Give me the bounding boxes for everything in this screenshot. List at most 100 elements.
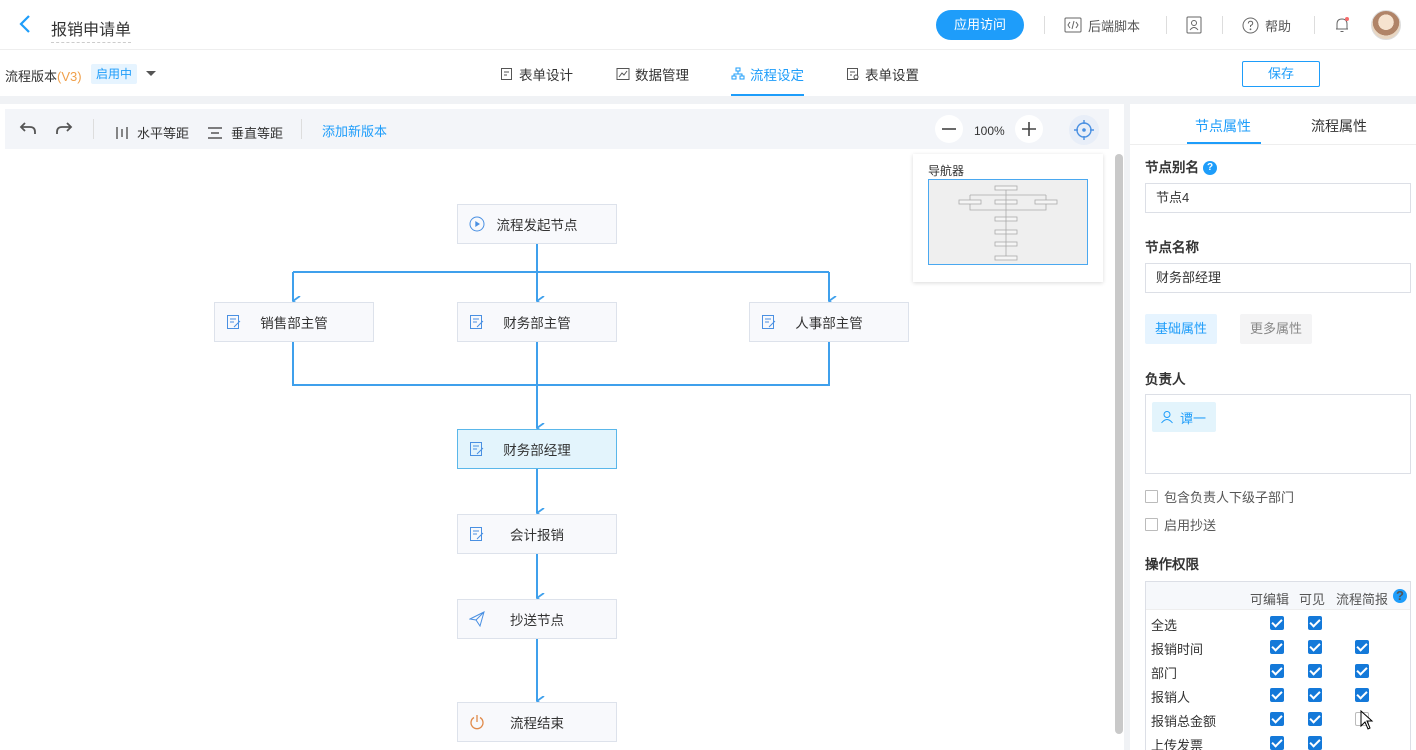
form-settings-icon — [847, 68, 859, 80]
editable-checkbox[interactable] — [1270, 640, 1284, 654]
tab-flow-properties[interactable]: 流程属性 — [1311, 118, 1367, 134]
navigator-minimap — [958, 185, 1058, 261]
top-header: 报销申请单 应用访问 后端脚本 帮助 — [0, 0, 1416, 50]
node-label: 流程结束 — [510, 716, 564, 731]
node-finance-director[interactable]: 财务部经理 — [457, 429, 617, 469]
tab-node-properties[interactable]: 节点属性 — [1195, 118, 1251, 134]
tab-label: 数据管理 — [635, 68, 689, 83]
tab-data-management[interactable]: 数据管理 — [616, 64, 689, 96]
approval-icon — [470, 315, 484, 329]
backend-script-button[interactable]: 后端脚本 — [1064, 15, 1140, 35]
brief-checkbox[interactable] — [1355, 664, 1369, 678]
crosshair-icon — [1074, 120, 1094, 140]
node-cc[interactable]: 抄送节点 — [457, 599, 617, 639]
flow-canvas[interactable]: 水平等距 垂直等距 添加新版本 100% — [0, 104, 1124, 750]
power-icon — [470, 715, 484, 730]
node-start[interactable]: 流程发起节点 — [457, 204, 617, 244]
minus-icon — [942, 128, 956, 130]
help-button[interactable]: 帮助 — [1242, 15, 1291, 35]
form-edit-icon — [501, 68, 512, 80]
node-accounting[interactable]: 会计报销 — [457, 514, 617, 554]
visible-checkbox[interactable] — [1308, 616, 1322, 630]
include-subdept-label: 包含负责人下级子部门 — [1164, 490, 1295, 505]
add-version-link[interactable]: 添加新版本 — [322, 124, 388, 139]
horizontal-spacing-icon — [116, 126, 128, 139]
divider — [0, 96, 1416, 104]
row-label: 全选 — [1151, 618, 1178, 633]
tab-label: 流程设定 — [750, 68, 804, 83]
redo-icon[interactable] — [55, 120, 73, 136]
node-finance-manager[interactable]: 财务部主管 — [457, 302, 617, 342]
navigator-viewport[interactable] — [928, 179, 1088, 265]
visible-checkbox[interactable] — [1308, 664, 1322, 678]
subtab-basic[interactable]: 基础属性 — [1145, 314, 1218, 344]
canvas-scrollbar[interactable] — [1115, 154, 1123, 734]
visible-checkbox[interactable] — [1308, 712, 1322, 726]
status-badge: 启用中 — [91, 64, 138, 84]
avatar[interactable] — [1371, 10, 1401, 40]
version-dropdown-icon[interactable] — [146, 71, 156, 76]
help-icon[interactable]: ? — [1393, 589, 1407, 603]
vertical-spacing-label: 垂直等距 — [231, 126, 284, 141]
divider — [93, 119, 94, 139]
back-button[interactable] — [18, 14, 38, 36]
editable-checkbox[interactable] — [1270, 712, 1284, 726]
brief-checkbox[interactable] — [1355, 640, 1369, 654]
permissions-label: 操作权限 — [1145, 557, 1199, 572]
node-name-input[interactable]: 财务部经理 — [1145, 263, 1411, 293]
editable-checkbox[interactable] — [1270, 688, 1284, 702]
divider — [1044, 16, 1045, 34]
owner-tag[interactable]: 谭一 — [1152, 402, 1217, 432]
node-alias-label: 节点别名? — [1145, 156, 1217, 176]
bell-icon — [1336, 17, 1349, 32]
notifications-button[interactable] — [1334, 15, 1350, 35]
help-icon[interactable]: ? — [1203, 161, 1217, 176]
checkbox[interactable] — [1145, 518, 1158, 531]
node-hr-manager[interactable]: 人事部主管 — [749, 302, 909, 342]
node-end[interactable]: 流程结束 — [457, 702, 617, 742]
row-label: 报销总金额 — [1151, 714, 1217, 729]
tab-label: 表单设置 — [865, 68, 919, 83]
table-row: 报销人 — [1146, 683, 1410, 707]
editable-checkbox[interactable] — [1270, 736, 1284, 750]
vertical-spacing-icon — [208, 126, 222, 139]
undo-icon[interactable] — [19, 120, 37, 136]
zoom-in-button[interactable] — [1015, 115, 1043, 143]
tab-label: 表单设计 — [519, 68, 573, 83]
vertical-spacing-button[interactable]: 垂直等距 — [207, 123, 283, 142]
enable-cc-checkbox[interactable]: 启用抄送 — [1145, 515, 1216, 534]
tab-flow-settings[interactable]: 流程设定 — [731, 64, 804, 96]
divider — [1166, 16, 1167, 34]
locate-button[interactable] — [1069, 115, 1099, 145]
page-title[interactable]: 报销申请单 — [51, 16, 132, 43]
app-visit-button[interactable]: 应用访问 — [936, 10, 1024, 40]
visible-checkbox[interactable] — [1308, 736, 1322, 750]
node-label: 会计报销 — [510, 528, 564, 543]
zoom-level: 100% — [974, 124, 1005, 138]
owner-field[interactable]: 谭一 — [1145, 394, 1411, 474]
checkbox[interactable] — [1145, 490, 1158, 503]
tab-form-design[interactable]: 表单设计 — [500, 64, 573, 96]
question-icon — [1242, 17, 1259, 33]
node-sales-manager[interactable]: 销售部主管 — [214, 302, 374, 342]
visible-checkbox[interactable] — [1308, 688, 1322, 702]
zoom-out-button[interactable] — [935, 115, 963, 143]
brief-checkbox[interactable] — [1355, 688, 1369, 702]
subtab-more[interactable]: 更多属性 — [1240, 314, 1313, 344]
editable-checkbox[interactable] — [1270, 664, 1284, 678]
node-label: 抄送节点 — [510, 613, 564, 628]
edge — [292, 342, 830, 386]
editable-checkbox[interactable] — [1270, 616, 1284, 630]
version-number: (V3) — [57, 69, 82, 84]
table-header: 可编辑 可见 流程简报 ? — [1146, 582, 1410, 610]
include-subdept-checkbox[interactable]: 包含负责人下级子部门 — [1145, 487, 1294, 506]
node-alias-input[interactable]: 节点4 — [1145, 183, 1411, 213]
horizontal-spacing-button[interactable]: 水平等距 — [115, 123, 189, 142]
divider — [1130, 144, 1416, 145]
contacts-button[interactable] — [1186, 15, 1202, 35]
visible-checkbox[interactable] — [1308, 640, 1322, 654]
divider — [1314, 16, 1315, 34]
save-button[interactable]: 保存 — [1242, 61, 1320, 87]
tab-form-settings[interactable]: 表单设置 — [846, 64, 919, 96]
backend-script-label: 后端脚本 — [1088, 18, 1141, 34]
